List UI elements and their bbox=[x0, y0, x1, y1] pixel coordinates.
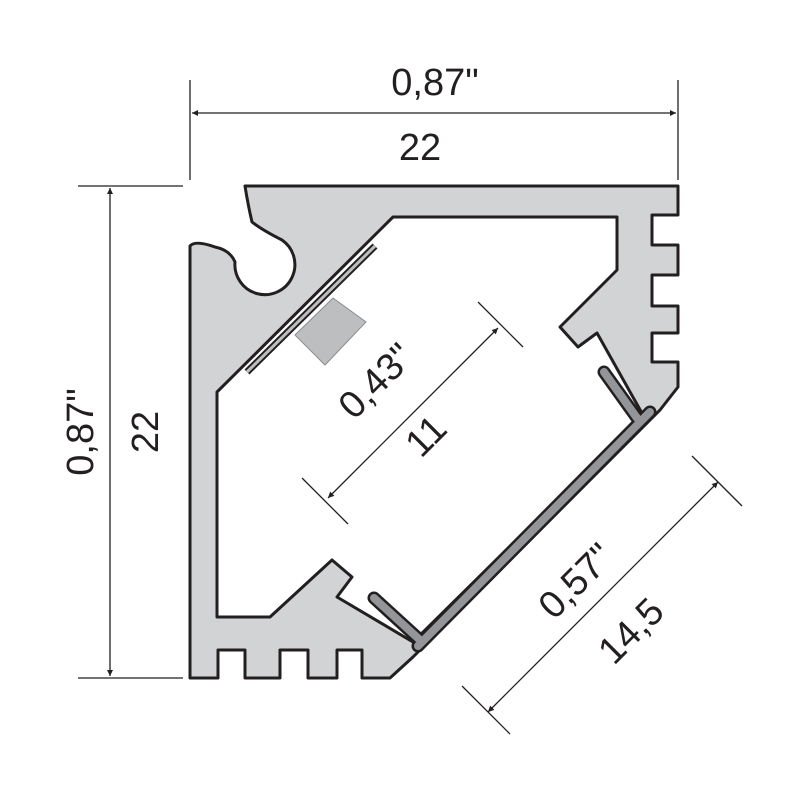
width-inch-label: 0,87" bbox=[391, 62, 478, 104]
width-dimension bbox=[189, 80, 679, 180]
inner-dimension bbox=[301, 301, 524, 525]
width-mm-label: 22 bbox=[399, 127, 441, 169]
height-mm-label: 22 bbox=[125, 411, 167, 453]
height-inch-label: 0,87" bbox=[60, 388, 102, 475]
height-dimension bbox=[78, 185, 183, 679]
diffuser-inch-label: 0,57" bbox=[531, 536, 623, 628]
diffuser-mm-label: 14,5 bbox=[591, 591, 673, 673]
diffuser-dimension bbox=[461, 455, 743, 735]
